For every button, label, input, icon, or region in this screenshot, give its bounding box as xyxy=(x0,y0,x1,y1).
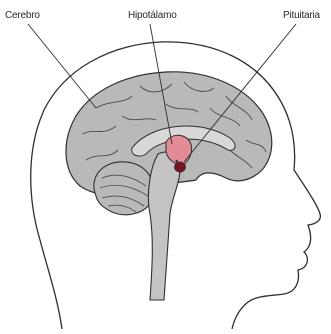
cerebellum xyxy=(94,162,154,215)
label-pituitaria: Pituitaria xyxy=(283,10,320,22)
label-cerebro: Cerebro xyxy=(5,10,40,22)
label-hipotalamo: Hipotálamo xyxy=(128,10,177,22)
pituitary-gland xyxy=(175,162,186,172)
